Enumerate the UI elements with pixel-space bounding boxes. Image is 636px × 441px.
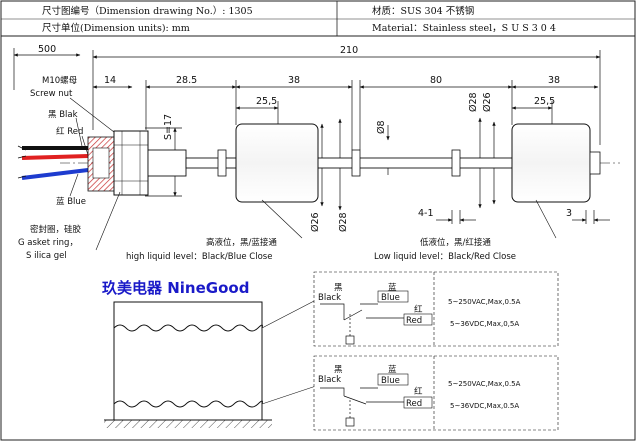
level-labels: 高液位，黑/蓝接通 high liquid level：Black/Blue C…	[126, 199, 557, 262]
dim-diam-26-right: Ø26	[482, 92, 493, 112]
silica-gel: S ilica gel	[26, 251, 67, 261]
switch-diagram-2: 黑 Black 蓝 Blue 红 Red 5~250VAC,Max,0.5A 5…	[313, 355, 559, 431]
sw2-black-en: Black	[318, 375, 341, 385]
float-high	[235, 123, 319, 203]
screw-nut-en: Screw nut	[30, 89, 73, 99]
screw-nut-cn: M10螺母	[42, 75, 77, 86]
drawing-number: 尺寸图编号（Dimension drawing No.）: 1305	[42, 5, 253, 17]
dimension-units: 尺寸单位(Dimension units): mm	[42, 22, 190, 34]
material-en: Material：Stainless steel，S U S 3 0 4	[372, 23, 556, 34]
dim-s17: S=17	[163, 114, 174, 140]
sw2-spec-dc: 5~36VDC,Max,0.5A	[450, 402, 519, 410]
float-low	[511, 123, 591, 203]
brand-logo: 玖美电器 NineGood	[102, 279, 249, 297]
header-block: 尺寸图编号（Dimension drawing No.）: 1305 尺寸单位(…	[1, 1, 635, 37]
red-wire	[21, 154, 89, 160]
sw1-spec-ac: 5~250VAC,Max,0.5A	[448, 298, 521, 306]
material-cn: 材质：SUS 304 不锈钢	[372, 5, 474, 17]
black-label: 黑 Blak	[48, 110, 78, 120]
dim-diam-26-left: Ø26	[310, 212, 321, 232]
sw1-red-cn: 红	[414, 304, 423, 315]
high-level-en: high liquid level：Black/Blue Close	[126, 252, 272, 262]
dim-38-right: 38	[548, 75, 560, 86]
left-labels: M10螺母 Screw nut 黑 Blak 红 Red 蓝 Blue 密封圈，…	[18, 75, 121, 261]
sw1-black-cn: 黑	[334, 283, 343, 293]
sw2-blue-en: Blue	[381, 376, 400, 386]
sw2-black-cn: 黑	[334, 365, 343, 375]
dim-14: 14	[104, 75, 116, 86]
sw1-spec-dc: 5~36VDC,Max,0,5A	[450, 320, 519, 328]
dim-25-5-left: 25,5	[256, 96, 277, 107]
blue-label: 蓝 Blue	[56, 196, 86, 207]
dim-28-5: 28.5	[176, 75, 197, 86]
gasket-en: G asket ring，	[18, 238, 78, 248]
sw1-red-en: Red	[406, 316, 422, 326]
dim-diam-8: Ø8	[376, 120, 387, 134]
dim-diam-28-right: Ø28	[468, 92, 479, 112]
dim-500: 500	[38, 44, 56, 55]
sensor-body	[17, 123, 620, 203]
sw2-red-cn: 红	[414, 386, 423, 397]
screw-nut	[113, 130, 149, 196]
dim-80: 80	[430, 75, 442, 86]
sw2-red-en: Red	[406, 399, 422, 409]
tank-drawing	[104, 299, 317, 428]
dim-210: 210	[340, 45, 358, 56]
dim-3: 3	[566, 208, 572, 219]
sw1-black-en: Black	[318, 293, 341, 303]
dimension-values: 500 210 14 28.5 38 80 38 25,5 25,5 S=17 …	[38, 44, 572, 232]
red-label: 红 Red	[56, 126, 83, 137]
switch-diagram-1: 黑 Black 蓝 Blue 红 Red 5~250VAC,Max,0.5A 5…	[313, 271, 559, 347]
low-level-en: Low liquid level：Black/Red Close	[374, 252, 516, 262]
gasket-cn: 密封圈，硅胶	[30, 224, 82, 235]
dim-25-5-right: 25,5	[534, 96, 555, 107]
dim-4-1: 4-1	[418, 208, 434, 219]
blue-wire	[21, 168, 89, 180]
low-level-cn: 低液位，黑/红接通	[420, 237, 491, 248]
sw1-blue-cn: 蓝	[388, 282, 397, 293]
sw1-blue-en: Blue	[381, 293, 400, 303]
high-level-cn: 高液位，黑/蓝接通	[206, 237, 277, 248]
sw2-spec-ac: 5~250VAC,Max,0.5A	[448, 380, 521, 388]
dim-diam-28-left: Ø28	[338, 212, 349, 232]
dim-38-left: 38	[288, 75, 300, 86]
sw2-blue-cn: 蓝	[388, 364, 397, 375]
